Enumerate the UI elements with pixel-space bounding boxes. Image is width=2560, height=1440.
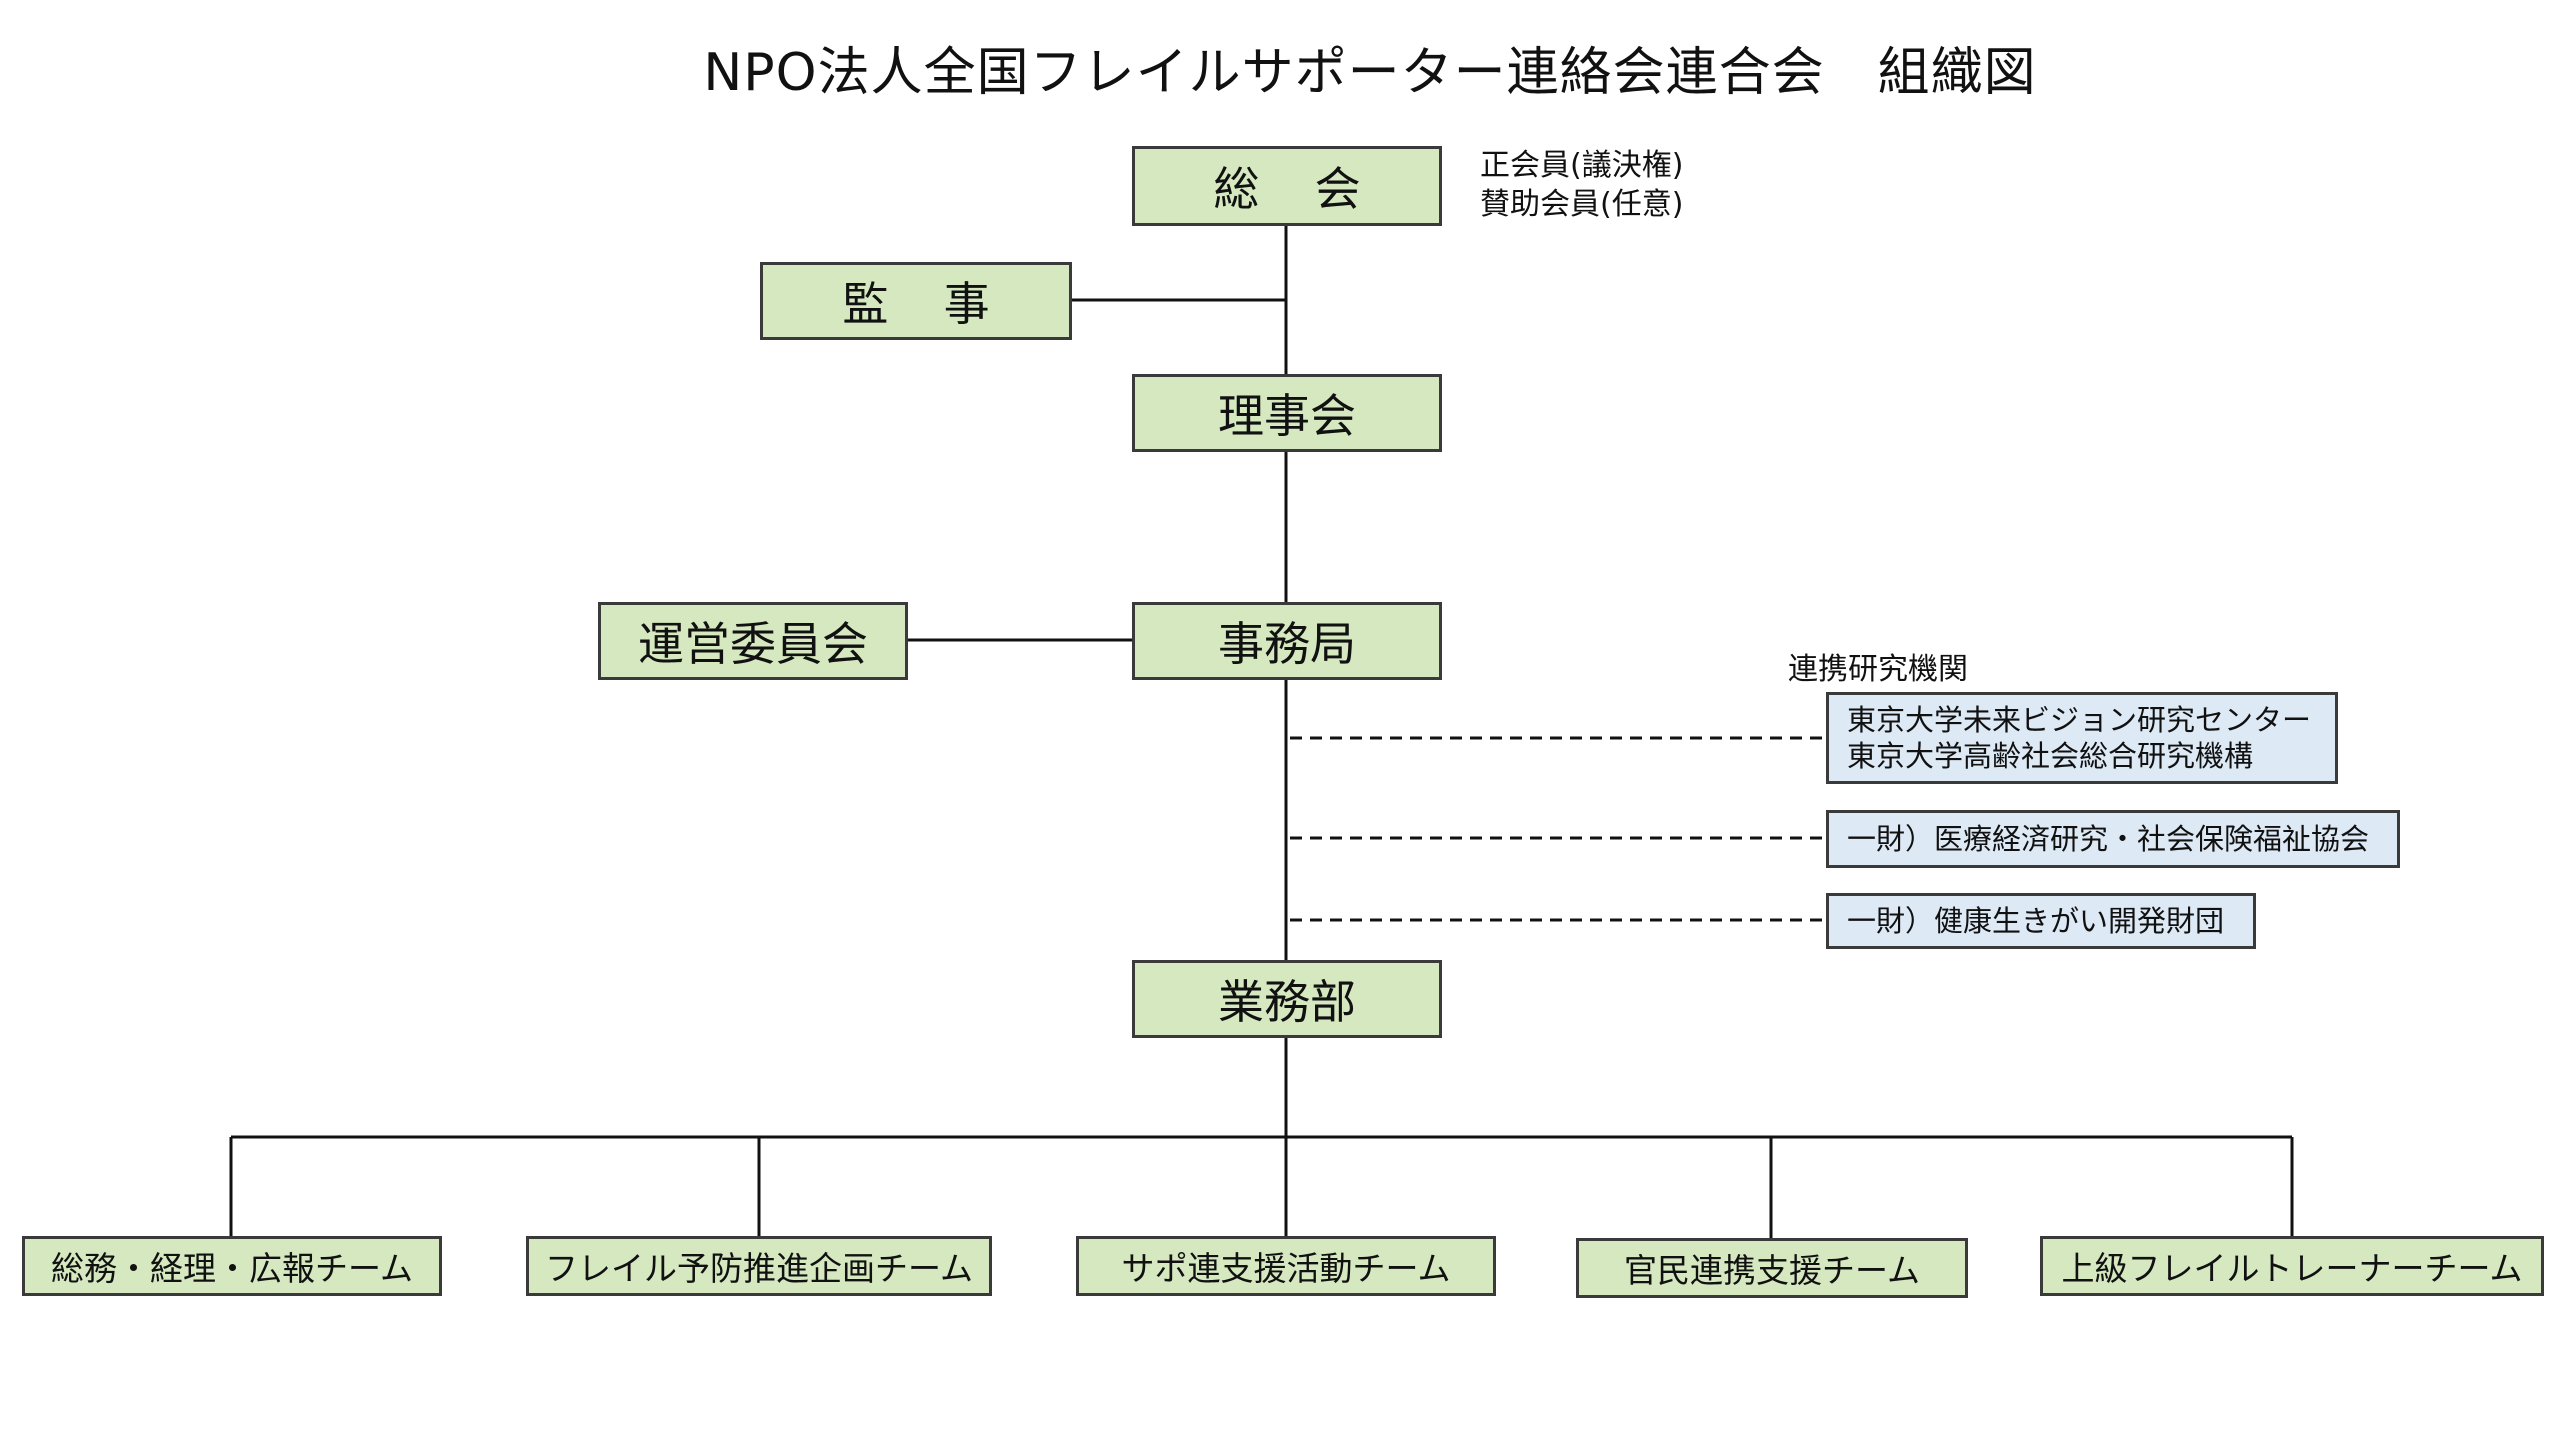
board-box: 理事会 (1132, 374, 1442, 452)
partner-heading: 連携研究機関 (1788, 652, 1968, 687)
team-box-sapo-support: サポ連支援活動チーム (1076, 1236, 1496, 1296)
membership-note-regular: 正会員(議決権) (1480, 148, 1684, 183)
partner-line: 東京大学未来ビジョン研究センター (1847, 702, 2312, 737)
partner-line: 一財）医療経済研究・社会保険福祉協会 (1847, 821, 2370, 856)
partner-box-health-foundation: 一財）健康生きがい開発財団 (1826, 893, 2256, 949)
partner-box-university: 東京大学未来ビジョン研究センター 東京大学高齢社会総合研究機構 (1826, 692, 2338, 784)
partner-line: 東京大学高齢社会総合研究機構 (1847, 739, 2254, 773)
general-meeting-box: 総会 (1132, 146, 1442, 226)
team-box-general-affairs: 総務・経理・広報チーム (22, 1236, 442, 1296)
auditor-box: 監事 (760, 262, 1072, 340)
steering-committee-box: 運営委員会 (598, 602, 908, 680)
team-box-public-private: 官民連携支援チーム (1576, 1238, 1968, 1298)
team-box-frailty-prevention: フレイル予防推進企画チーム (526, 1236, 992, 1296)
secretariat-box: 事務局 (1132, 602, 1442, 680)
membership-note-supporting: 賛助会員(任意) (1480, 187, 1684, 222)
team-box-senior-trainer: 上級フレイルトレーナーチーム (2040, 1236, 2544, 1296)
partner-line: 一財）健康生きがい開発財団 (1847, 903, 2225, 938)
page-title: NPO法人全国フレイルサポーター連絡会連合会 組織図 (703, 43, 2037, 103)
operations-box: 業務部 (1132, 960, 1442, 1038)
partner-box-health-economics: 一財）医療経済研究・社会保険福祉協会 (1826, 810, 2400, 868)
membership-notes: 正会員(議決権) 賛助会員(任意) (1480, 146, 1683, 224)
